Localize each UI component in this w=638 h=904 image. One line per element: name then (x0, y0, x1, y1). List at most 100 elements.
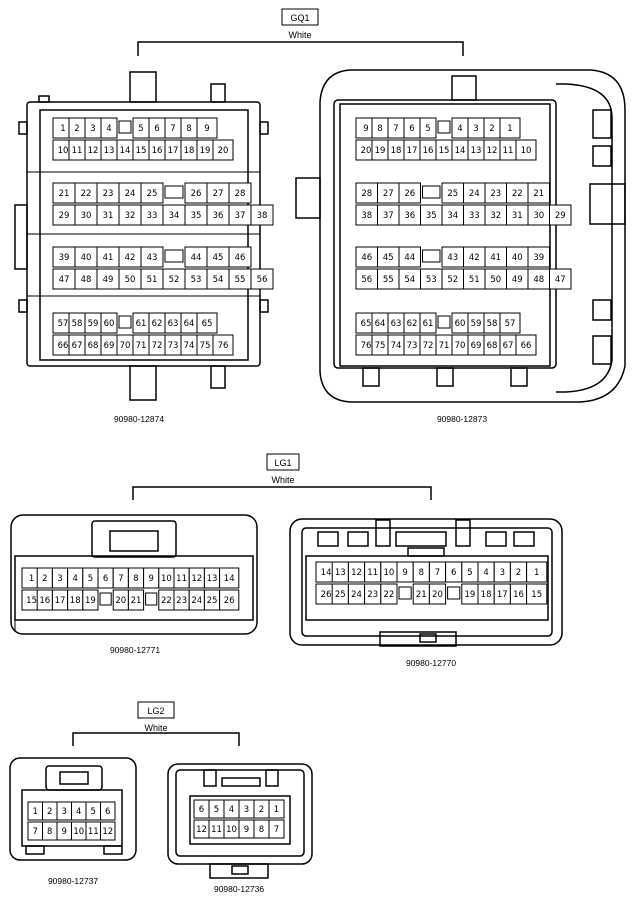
pin-number: 8 (133, 574, 138, 584)
pin-cell: 69 (467, 334, 485, 356)
pin-cell: 36 (398, 204, 421, 226)
pin-cell: 7 (27, 821, 43, 841)
pin-number: 17 (55, 596, 66, 606)
pin-cell: 23 (173, 589, 190, 611)
pin-cell: 10 (515, 139, 537, 161)
pin-number: 41 (103, 253, 114, 263)
pin-number: 9 (148, 574, 153, 584)
pin-cell: 37 (228, 204, 252, 226)
pin-number: 10 (226, 825, 237, 835)
pin-number: 7 (118, 574, 123, 584)
pin-number: 30 (533, 211, 544, 221)
pin-cell: 12 (100, 821, 116, 841)
pin-cell: 61 (419, 312, 437, 334)
pin-number: 49 (103, 275, 114, 285)
pin-cell: 52 (162, 268, 186, 290)
pin-number: 18 (184, 146, 195, 156)
pin-number: 10 (161, 574, 172, 584)
pin-number: 69 (471, 341, 482, 351)
pin-cell: 1 (526, 561, 548, 583)
pin-number: 37 (235, 211, 246, 221)
pin-cell: 11 (173, 567, 190, 589)
pin-cell: 16 (509, 583, 528, 605)
pin-number: 11 (211, 825, 222, 835)
pin-number: 2 (74, 124, 79, 134)
pin-number: 12 (351, 568, 362, 578)
pin-number: 24 (191, 596, 202, 606)
connector-12737-housing (9, 757, 137, 861)
pin-number: 4 (229, 805, 234, 815)
pin-cell: 39 (52, 246, 76, 268)
connector-12874-housing (14, 71, 269, 401)
pin-number: 76 (361, 341, 372, 351)
pin-cell: 30 (527, 204, 550, 226)
pin-cell: 53 (184, 268, 208, 290)
pin-number: 17 (497, 590, 508, 600)
pin-number: 11 (503, 146, 514, 156)
pin-cell: 63 (164, 312, 182, 334)
pin-cavity (250, 204, 274, 226)
pin-number: 16 (39, 596, 50, 606)
pin-number: 35 (426, 211, 437, 221)
pin-cell: 31 (96, 204, 120, 226)
pin-cell: 35 (184, 204, 208, 226)
pin-number: 9 (363, 124, 368, 134)
pin-cell: 60 (451, 312, 469, 334)
pin-cell: 12 (84, 139, 102, 161)
pin-number: 3 (244, 805, 249, 815)
pin-cell: 66 (515, 334, 537, 356)
pin-cell: 32 (484, 204, 507, 226)
pin-number: 15 (26, 596, 37, 606)
pin-cell: 17 (403, 139, 421, 161)
pin-number: 18 (70, 596, 81, 606)
pin-number: 7 (435, 568, 440, 578)
pin-cell: 7 (428, 561, 447, 583)
pin-number: 46 (361, 253, 372, 263)
pin-number: 15 (136, 146, 147, 156)
pin-number: 53 (426, 275, 437, 285)
pin-number: 1 (274, 805, 279, 815)
part-number-label: 90980-12874 (114, 414, 164, 424)
pin-cavity (549, 268, 572, 290)
pin-cell: 4 (451, 117, 469, 139)
pin-cavity (398, 182, 421, 204)
pin-number: 52 (169, 275, 180, 285)
pin-number: 55 (235, 275, 246, 285)
pin-number: 72 (152, 341, 163, 351)
pin-number: 16 (423, 146, 434, 156)
pin-number: 34 (447, 211, 458, 221)
pin-number: 46 (235, 253, 246, 263)
group-color: White (271, 475, 294, 485)
pin-cell: 26 (219, 589, 240, 611)
pin-cell: 59 (467, 312, 485, 334)
pin-cell: 21 (527, 182, 550, 204)
pin-cell: 16 (419, 139, 437, 161)
pin-number: 10 (73, 827, 84, 837)
pin-cell: 75 (196, 334, 214, 356)
pin-number: 51 (469, 275, 480, 285)
pin-number: 21 (59, 189, 70, 199)
pin-cell: 25 (441, 182, 464, 204)
pin-cell: 39 (527, 246, 550, 268)
pin-cell: 23 (484, 182, 507, 204)
pin-cell: 54 (398, 268, 421, 290)
pin-cavity (527, 182, 550, 204)
pin-cell: 49 (96, 268, 120, 290)
group-gq1: GQ1 White (137, 8, 464, 56)
pin-cell: 45 (377, 246, 400, 268)
pin-number: 31 (103, 211, 114, 221)
pin-cell: 65 (196, 312, 218, 334)
pin-number: 38 (361, 211, 372, 221)
pin-cell: 15 (132, 139, 150, 161)
pin-number: 29 (555, 211, 566, 221)
part-number-label: 90980-12873 (437, 414, 487, 424)
pin-cell: 20 (355, 139, 377, 161)
pin-number: 30 (81, 211, 92, 221)
pin-cell: 3 (467, 117, 485, 139)
part-number-label: 90980-12736 (214, 884, 264, 894)
pin-cell: 30 (74, 204, 98, 226)
pin-cell: 5 (85, 801, 101, 821)
pin-cell: 51 (463, 268, 486, 290)
pin-number: 43 (147, 253, 158, 263)
pin-cell: 22 (158, 589, 175, 611)
